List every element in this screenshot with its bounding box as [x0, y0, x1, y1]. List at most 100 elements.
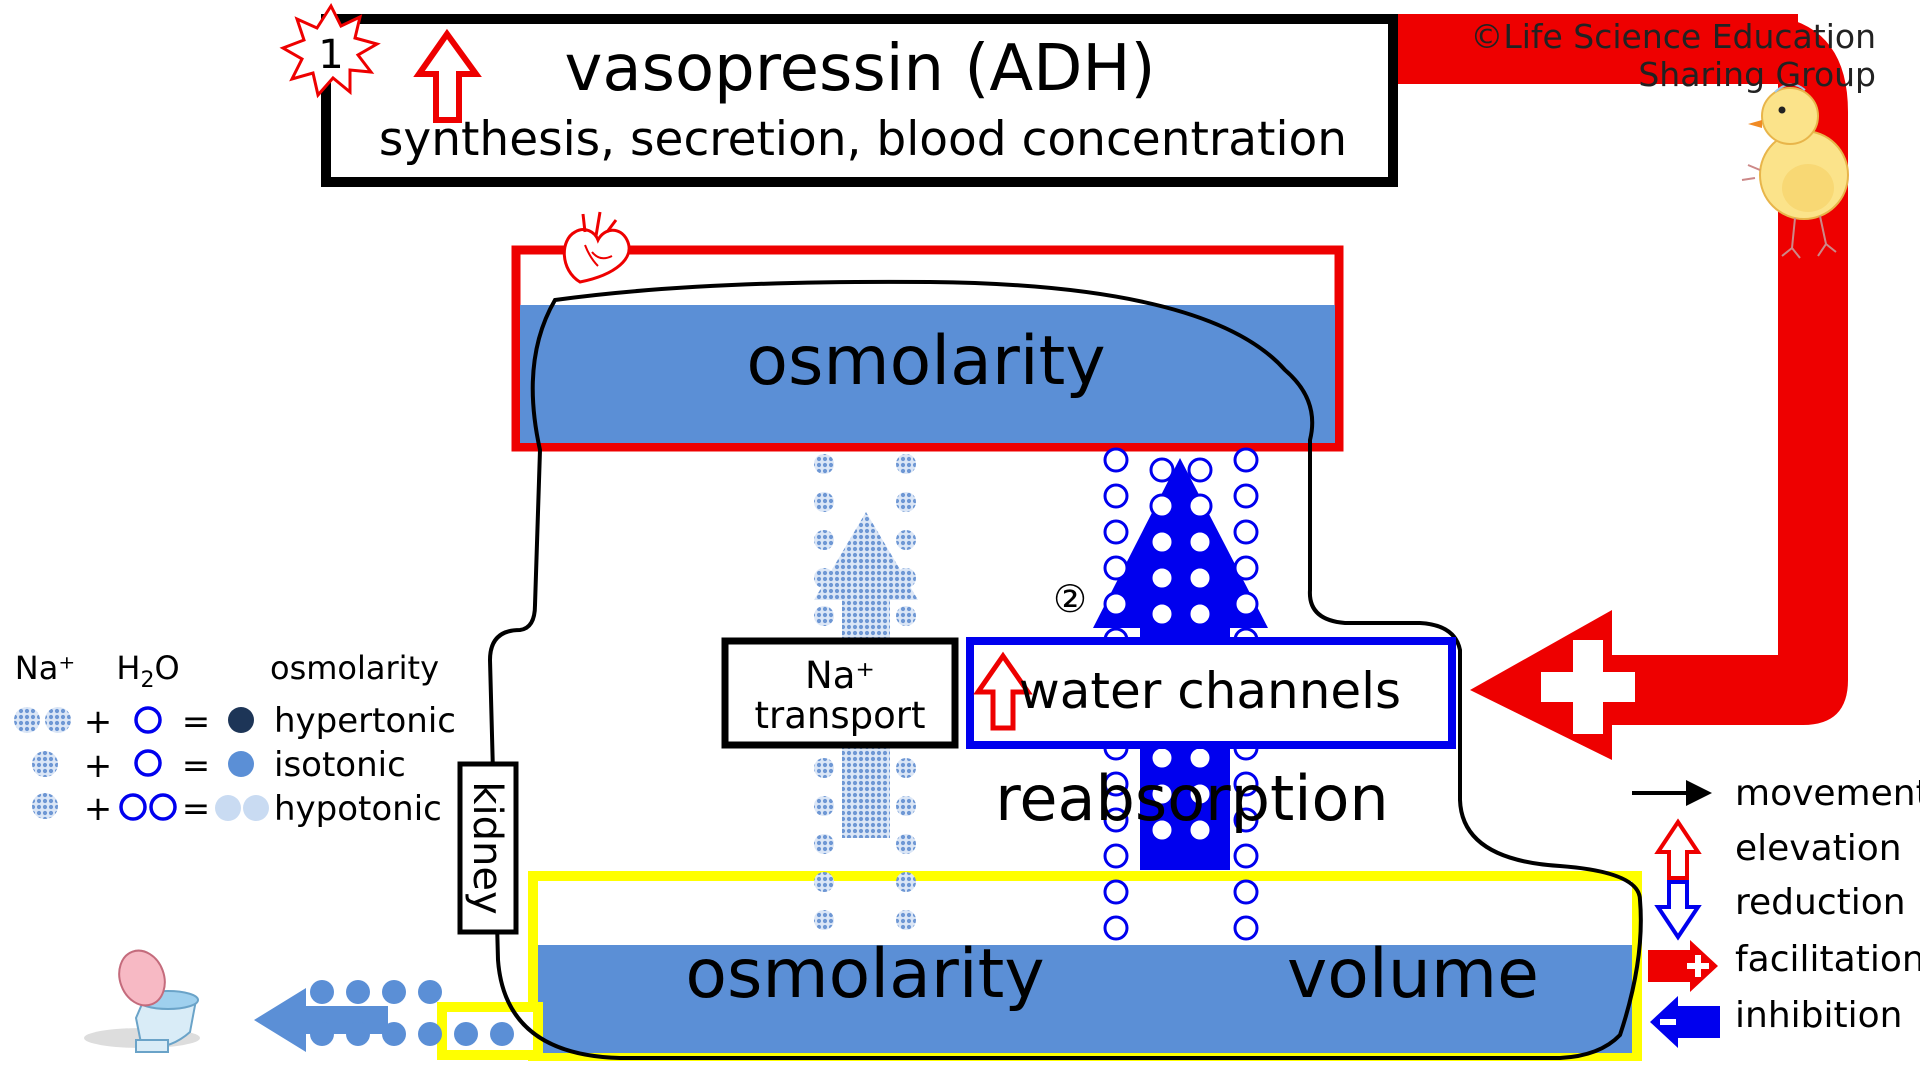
legend-equals: =	[182, 702, 211, 742]
na-particle-icon	[896, 530, 916, 550]
facilitation-arrow-icon	[1648, 940, 1718, 992]
kidney-label: kidney	[464, 781, 510, 914]
na-particle-icon	[32, 751, 58, 777]
water-molecule-icon	[149, 793, 177, 821]
header-subtitle: synthesis, secretion, blood concentratio…	[379, 112, 1347, 167]
na-particle-icon	[896, 872, 916, 892]
water-channels-box	[966, 637, 1456, 749]
urine-osmolarity-label: osmolarity	[685, 935, 1044, 1014]
na-particle-icon	[32, 793, 58, 819]
header-box	[321, 14, 1398, 187]
water-molecule-icon	[1187, 457, 1213, 483]
na-particle-icon	[814, 606, 834, 626]
isotonic-dot-icon	[418, 980, 442, 1004]
water-molecule-icon	[1103, 807, 1129, 833]
header-title: vasopressin (ADH)	[565, 32, 1156, 106]
water-molecule-icon	[1233, 807, 1259, 833]
water-molecule-icon	[1233, 771, 1259, 797]
na-particle-icon	[814, 758, 834, 778]
excretion-flow	[254, 980, 514, 1052]
isotonic-dot-icon	[228, 751, 254, 777]
blood-osmolarity-label: osmolarity	[746, 322, 1105, 401]
na-transport-label-line1: Na⁺	[805, 654, 875, 697]
water-molecule-icon	[1233, 447, 1259, 473]
isotonic-dot-icon	[454, 1022, 478, 1046]
water-molecule-icon	[1103, 843, 1129, 869]
header-elevation-arrow-icon	[413, 28, 482, 123]
legend-equals: =	[182, 789, 211, 829]
water-channels-label: water channels	[1019, 662, 1401, 720]
na-particle-icon	[896, 454, 916, 474]
legend-elevation: elevation	[1735, 828, 1902, 869]
legend-head-na: Na⁺	[15, 649, 75, 687]
water-channels-elevation-arrow-icon	[973, 651, 1033, 731]
water-molecule-icon	[1187, 601, 1213, 627]
water-molecule-icon	[1149, 565, 1175, 591]
toilet-icon	[84, 949, 200, 1053]
copyright-line-1: ©Life Science Education	[1470, 17, 1876, 56]
na-particle-icon	[896, 606, 916, 626]
urine-fill	[538, 945, 1632, 1053]
copyright-notice: ©Life Science Education Sharing Group	[1470, 18, 1876, 94]
na-particle-icon	[814, 910, 834, 930]
hypotonic-dot-icon	[215, 795, 241, 821]
water-molecule-icon	[1187, 817, 1213, 843]
legend-reduction: reduction	[1735, 882, 1906, 923]
na-particle-icon	[814, 796, 834, 816]
copyright-line-2: Sharing Group	[1638, 55, 1876, 94]
elevation-arrow-icon	[1654, 818, 1702, 880]
legend-plus: +	[84, 702, 113, 742]
reabsorption-label: reabsorption	[995, 762, 1388, 835]
feedback-arrow-top-band	[1398, 14, 1798, 84]
water-molecule-icon	[119, 793, 147, 821]
water-molecule-icon	[134, 749, 162, 777]
inhibition-minus-icon	[1660, 1019, 1676, 1025]
inhibition-arrow-icon	[1650, 996, 1720, 1048]
blood-osmolarity-fill	[520, 305, 1335, 443]
water-molecule-icon	[1103, 915, 1129, 941]
isotonic-dot-icon	[310, 1022, 334, 1046]
excretion-arrow	[254, 988, 388, 1052]
water-molecule-icon	[1149, 781, 1175, 807]
water-channels-step-number: ②	[1053, 577, 1087, 621]
facilitation-plus-icon	[1541, 640, 1635, 734]
water-molecule-icon	[1103, 591, 1129, 617]
isotonic-dot-icon	[346, 980, 370, 1004]
water-molecule-icon	[1103, 483, 1129, 509]
water-molecule-icon	[1149, 817, 1175, 843]
arrow-legend: movement elevation reduction facilitatio…	[1632, 773, 1920, 1048]
water-molecule-icon	[1233, 915, 1259, 941]
reduction-arrow-icon	[1654, 880, 1702, 941]
isotonic-dot-icon	[346, 1022, 370, 1046]
na-particle-icon	[814, 492, 834, 512]
water-molecule-icon	[134, 706, 162, 734]
water-molecule-icon	[1187, 781, 1213, 807]
na-particle-icon	[45, 707, 71, 733]
na-particle-icon	[814, 872, 834, 892]
na-particle-icon	[896, 796, 916, 816]
hypertonic-dot-icon	[228, 707, 254, 733]
water-molecule-icon	[1233, 591, 1259, 617]
kidney-label-box	[457, 761, 519, 935]
movement-arrow-icon-head	[1686, 780, 1712, 806]
na-particle-icon	[896, 492, 916, 512]
legend-hypotonic: hypotonic	[274, 789, 442, 829]
legend-isotonic: isotonic	[274, 745, 406, 785]
water-molecule-icon	[1233, 555, 1259, 581]
na-particle-icon	[896, 758, 916, 778]
water-molecule-icon	[1187, 565, 1213, 591]
legend-head-h2o: H2O	[116, 649, 179, 693]
water-molecule-icon	[1149, 601, 1175, 627]
heart-icon	[562, 211, 631, 284]
legend-equals: =	[182, 746, 211, 786]
water-molecule-icon	[1187, 493, 1213, 519]
water-molecule-icon	[1149, 529, 1175, 555]
header-step-number: 1	[318, 32, 343, 78]
urine-volume-label: volume	[1287, 935, 1539, 1014]
water-molecule-icon	[1233, 879, 1259, 905]
water-molecule-icon	[1233, 519, 1259, 545]
water-molecule-icon	[1103, 555, 1129, 581]
na-particle-icon	[896, 834, 916, 854]
starburst-icon	[279, 2, 381, 99]
